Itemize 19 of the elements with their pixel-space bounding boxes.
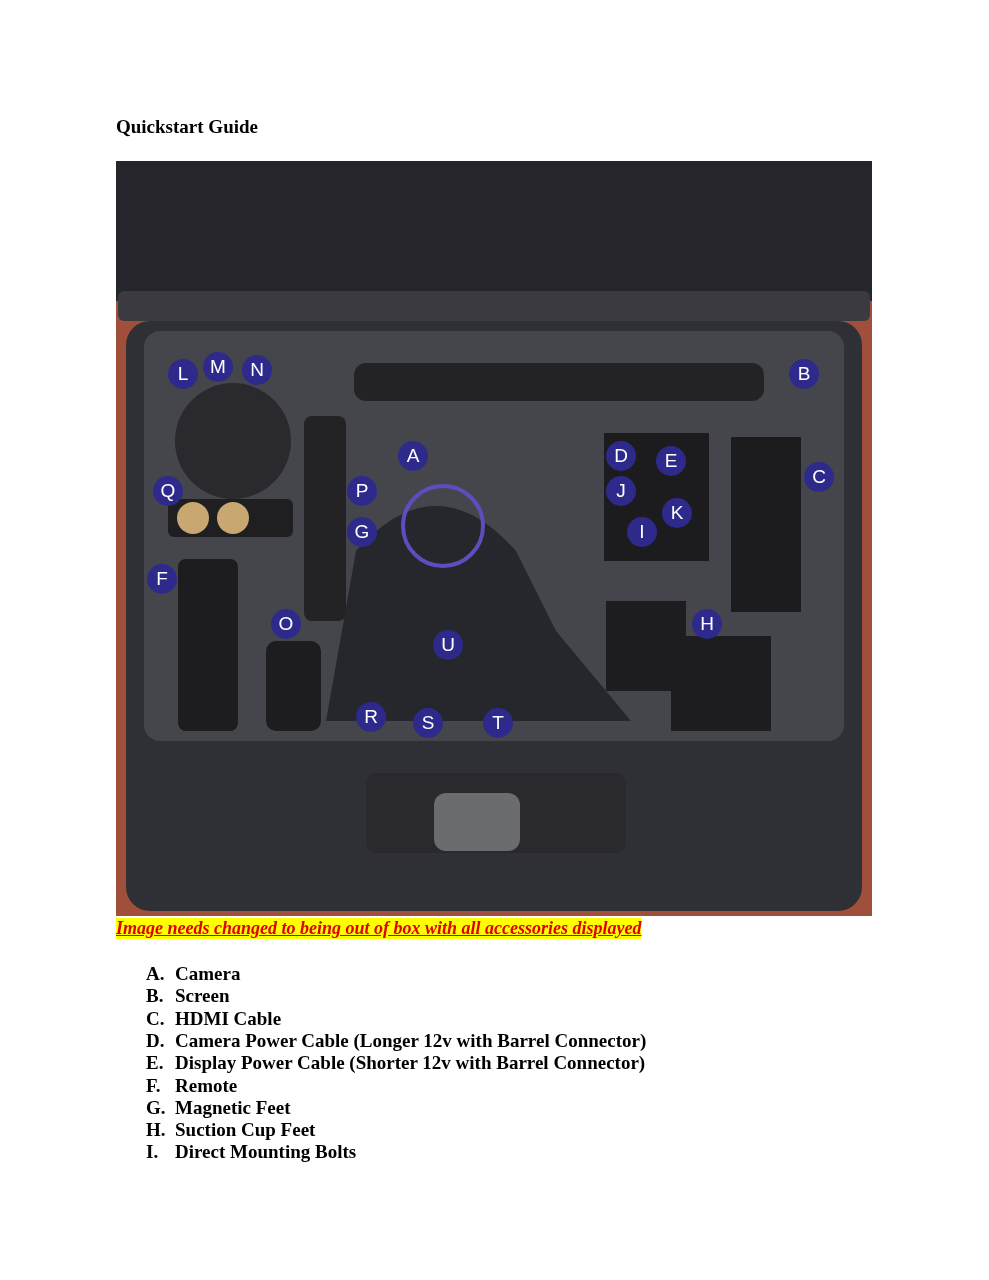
list-item: Camera Power Cable (Longer 12v with Barrel Connector) [175,1029,647,1052]
list-marker: G. [146,1096,166,1119]
list-marker: H. [146,1119,166,1142]
list-item: Screen [175,985,230,1008]
list-marker: A. [146,963,165,985]
page-title: Quickstart Guide [116,116,258,138]
list-item: HDMI Cable [175,1007,282,1030]
list-marker: F. [146,1074,161,1097]
list-marker: I. [146,1141,159,1164]
list-marker: D. [146,1029,165,1052]
list-marker: B. [146,985,164,1008]
list-item: Magnetic Feet [175,1096,291,1119]
list-marker: C. [146,1007,165,1030]
list-item: Suction Cup Feet [175,1119,316,1142]
list-marker: E. [146,1052,164,1075]
list-item: Direct Mounting Bolts [175,1141,357,1164]
list-item: Remote [175,1074,238,1097]
list-item: Camera [175,963,241,985]
list-item: Display Power Cable (Shorter 12v with Barrel Connector) [175,1052,646,1075]
